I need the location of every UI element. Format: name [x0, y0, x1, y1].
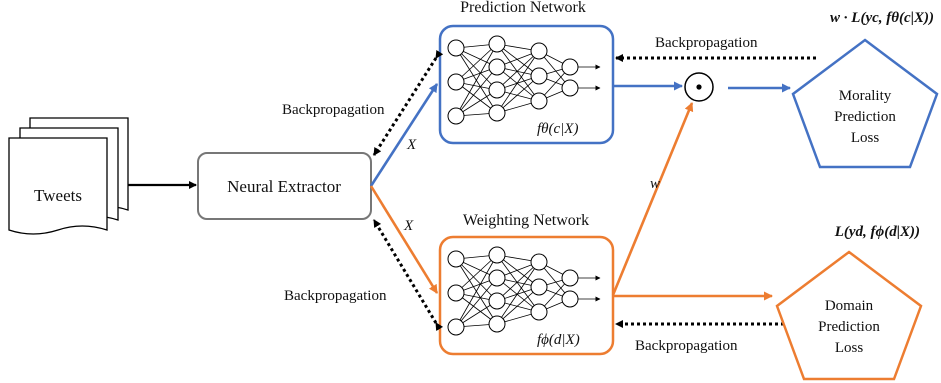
nn-edge [496, 50, 540, 114]
nn-neuron [561, 58, 579, 76]
nn-edge [496, 50, 540, 91]
nn-edge [496, 254, 540, 288]
backprop-label-top-left: Backpropagation [282, 102, 385, 118]
nn-neuron [447, 318, 465, 336]
backprop-label-top-right: Backpropagation [655, 35, 758, 51]
backprop-label-bottom-left: Backpropagation [284, 288, 387, 304]
weighting-network-neural-net [447, 246, 601, 336]
backprop-arrow-bottom-left [372, 219, 444, 332]
nn-neuron [447, 284, 465, 302]
nn-neuron [447, 73, 465, 91]
nn-edge [455, 258, 498, 302]
morality-loss-pentagon [791, 38, 939, 169]
x-label-top: X [406, 137, 417, 153]
nn-edge [455, 66, 498, 117]
nn-edge [496, 261, 540, 325]
nn-neuron [561, 269, 579, 287]
nn-neuron [530, 42, 548, 60]
domain-loss-pentagon [775, 250, 923, 381]
nn-edge [496, 43, 540, 102]
domain-loss-line-2: Prediction [818, 319, 880, 335]
weighting-network-title: Weighting Network [463, 212, 589, 229]
nn-edge [455, 43, 498, 83]
nn-neuron [488, 81, 506, 99]
x-label-bottom: X [403, 218, 414, 234]
weighting-to-multiply-arrow [611, 102, 694, 296]
nn-neuron [488, 104, 506, 122]
nn-edge [496, 43, 540, 77]
prediction-network-function: fθ(c|X) [537, 121, 578, 137]
nn-edge [455, 254, 498, 328]
domain-loss-line-3: Loss [835, 340, 864, 356]
nn-neuron [530, 278, 548, 296]
weighting-network-function: fϕ(d|X) [537, 332, 580, 348]
nn-neuron [447, 107, 465, 125]
neural-extractor-label: Neural Extractor [227, 177, 341, 196]
morality-loss-line-1: Morality [839, 88, 892, 104]
nn-edge [496, 75, 540, 114]
nn-neuron [488, 35, 506, 53]
w-label: w [650, 176, 660, 192]
nn-neuron [488, 269, 506, 287]
morality-loss-line-2: Prediction [834, 109, 896, 125]
domain-loss-line-1: Domain [825, 298, 874, 314]
tweets-label: Tweets [34, 186, 82, 205]
backprop-arrow-top-left [372, 49, 444, 156]
nn-edge [496, 286, 540, 325]
nn-edge [496, 66, 540, 102]
nn-edge [455, 292, 498, 325]
nn-neuron [488, 292, 506, 310]
nn-edge [455, 47, 498, 91]
nn-edge [496, 277, 540, 313]
nn-neuron [488, 246, 506, 264]
nn-neuron [561, 290, 579, 308]
extractor-to-weighting-arrow [369, 185, 439, 294]
nn-neuron [447, 39, 465, 57]
nn-edge [496, 254, 540, 313]
prediction-network-neural-net [447, 35, 601, 125]
morality-loss-line-3: Loss [851, 130, 880, 146]
nn-edge [455, 277, 498, 328]
nn-neuron [447, 250, 465, 268]
domain-loss-formula: L(yd, fϕ(d|X)) [834, 224, 920, 240]
elementwise-product-dot [696, 84, 702, 90]
prediction-network-title: Prediction Network [460, 0, 586, 16]
tweets-document-stack: Tweets [8, 117, 129, 235]
nn-neuron [488, 58, 506, 76]
morality-loss-formula: w · L(yc, fθ(c|X)) [830, 10, 934, 26]
nn-edge [455, 81, 498, 114]
backprop-label-bottom-right: Backpropagation [635, 338, 738, 354]
nn-neuron [530, 67, 548, 85]
nn-neuron [488, 315, 506, 333]
nn-neuron [530, 303, 548, 321]
nn-edge [455, 43, 498, 117]
nn-neuron [561, 79, 579, 97]
nn-neuron [530, 253, 548, 271]
nn-neuron [530, 92, 548, 110]
nn-edge [455, 254, 498, 294]
nn-edge [496, 261, 540, 302]
extractor-to-prediction-arrow [369, 83, 439, 187]
